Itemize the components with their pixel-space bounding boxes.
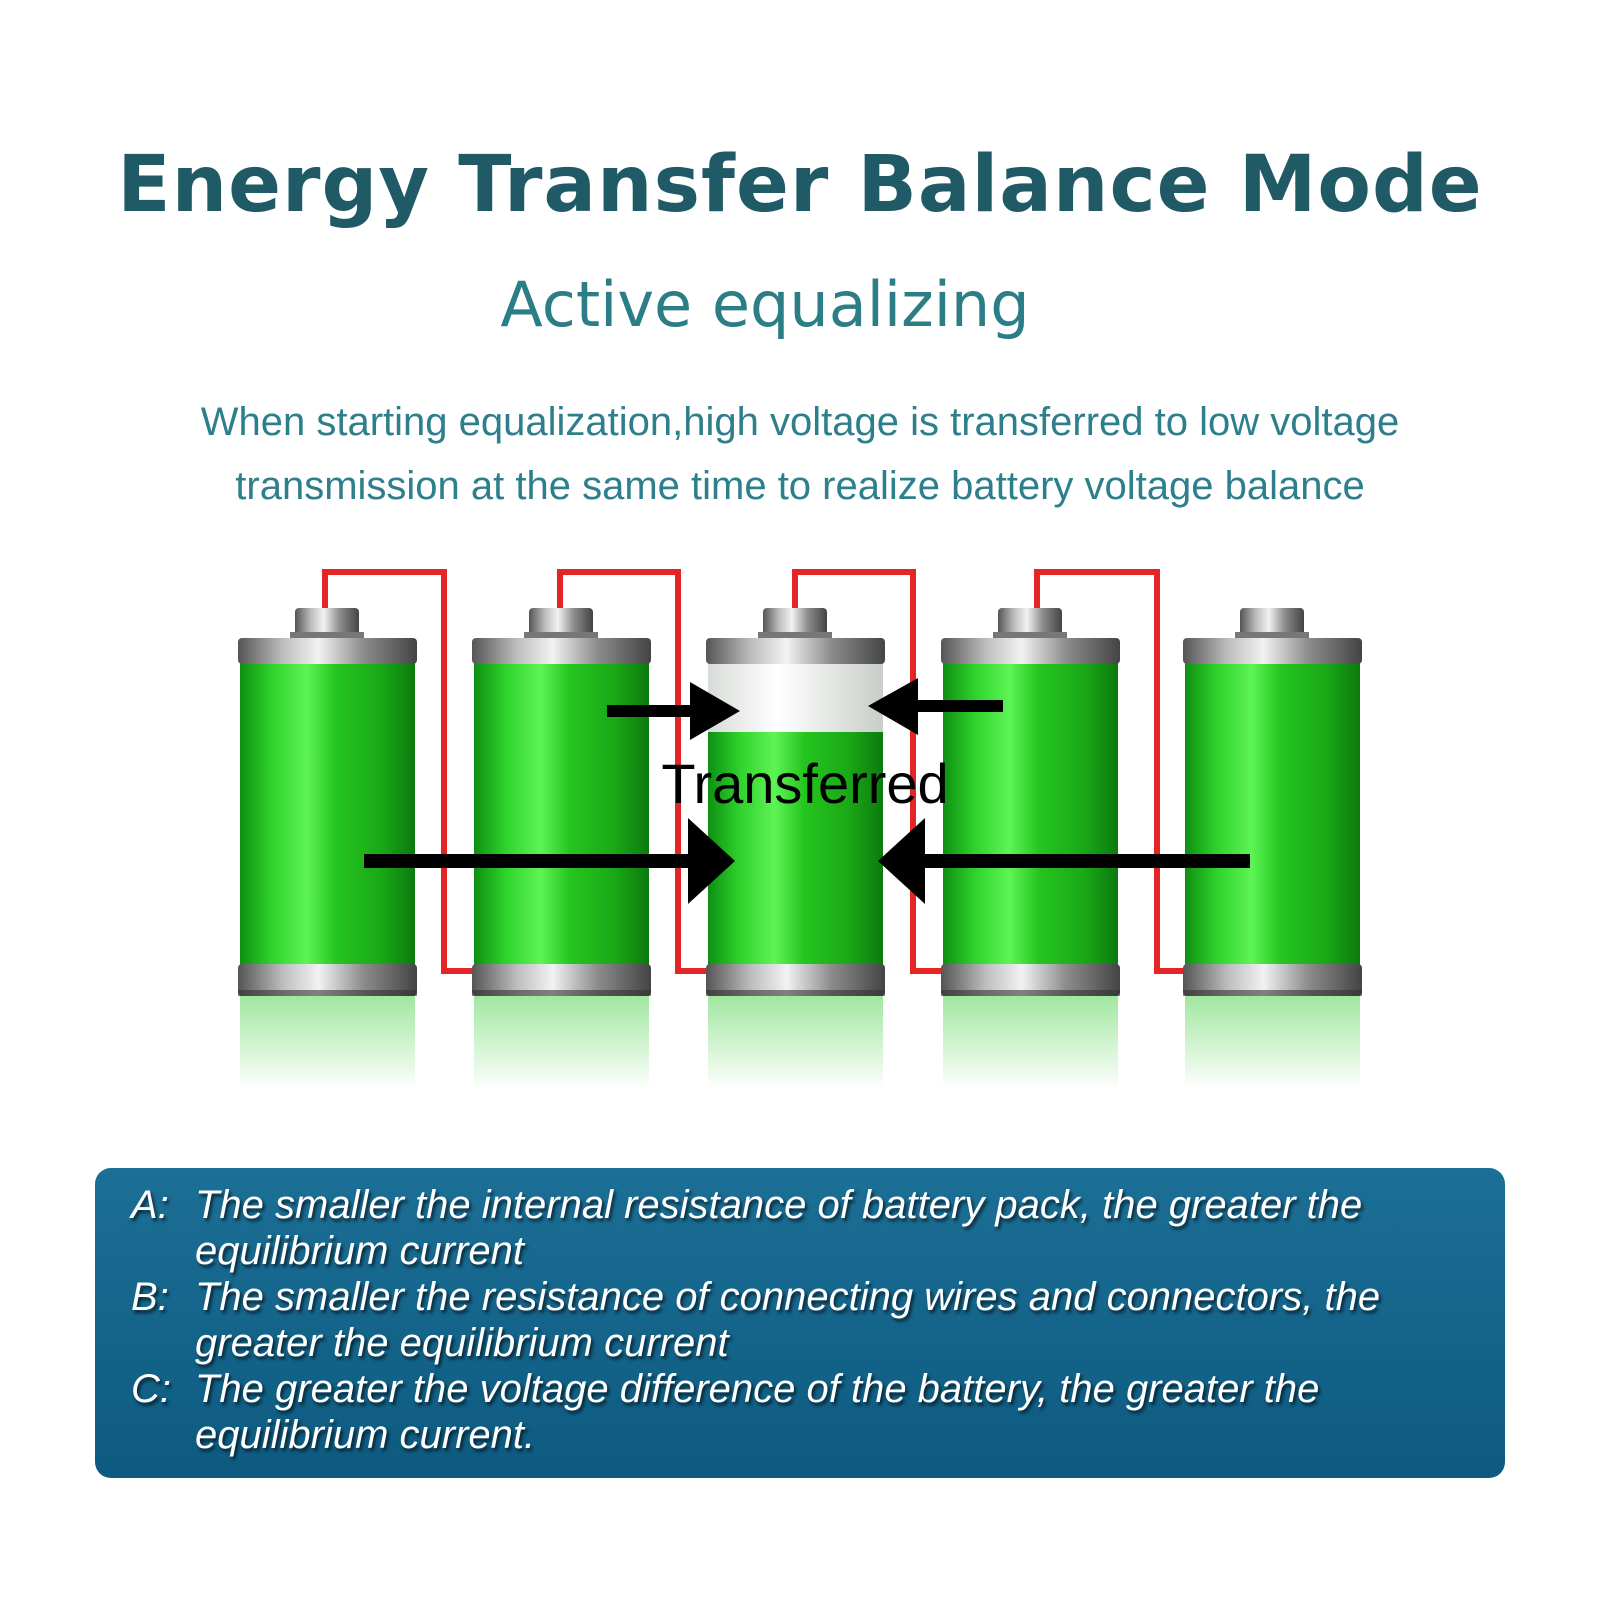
battery-2 (472, 608, 651, 1090)
description-line-1: When starting equalization,high voltage … (200, 400, 1400, 444)
wire-3 (792, 569, 945, 974)
info-text-a: The smaller the internal resistance of b… (195, 1183, 1363, 1273)
info-item-c: C: The greater the voltage difference of… (131, 1366, 1485, 1458)
description: When starting equalization,high voltage … (0, 390, 1600, 518)
info-letter-c: C: (131, 1367, 171, 1411)
info-text-c: The greater the voltage difference of th… (195, 1367, 1320, 1457)
info-letter-a: A: (131, 1183, 169, 1227)
battery-1 (238, 608, 417, 1090)
wire-2 (557, 569, 710, 974)
battery-5 (1183, 608, 1362, 1090)
wire-4 (1034, 569, 1190, 974)
info-text-b: The smaller the resistance of connecting… (195, 1275, 1381, 1365)
wires (322, 569, 1190, 974)
arrow-bottom-left (878, 818, 1250, 904)
info-letter-b: B: (131, 1275, 169, 1319)
arrow-bottom-right (364, 818, 735, 904)
transferred-label: Transferred (661, 752, 948, 815)
wire-1 (322, 569, 478, 974)
battery-3 (706, 608, 885, 1090)
page-subtitle: Active equalizing (500, 268, 1030, 341)
battery-4 (941, 608, 1120, 1090)
battery-transfer-diagram: Transferred (238, 569, 1362, 1090)
transfer-arrows (364, 678, 1250, 904)
batteries (238, 608, 1362, 1090)
arrow-top-right (607, 682, 740, 740)
info-item-b: B: The smaller the resistance of connect… (131, 1274, 1485, 1366)
page-title: Energy Transfer Balance Mode (117, 140, 1483, 230)
arrow-top-left (868, 678, 1003, 735)
info-panel: A: The smaller the internal resistance o… (95, 1168, 1505, 1478)
description-line-2: transmission at the same time to realize… (235, 464, 1365, 508)
info-item-a: A: The smaller the internal resistance o… (131, 1182, 1485, 1274)
